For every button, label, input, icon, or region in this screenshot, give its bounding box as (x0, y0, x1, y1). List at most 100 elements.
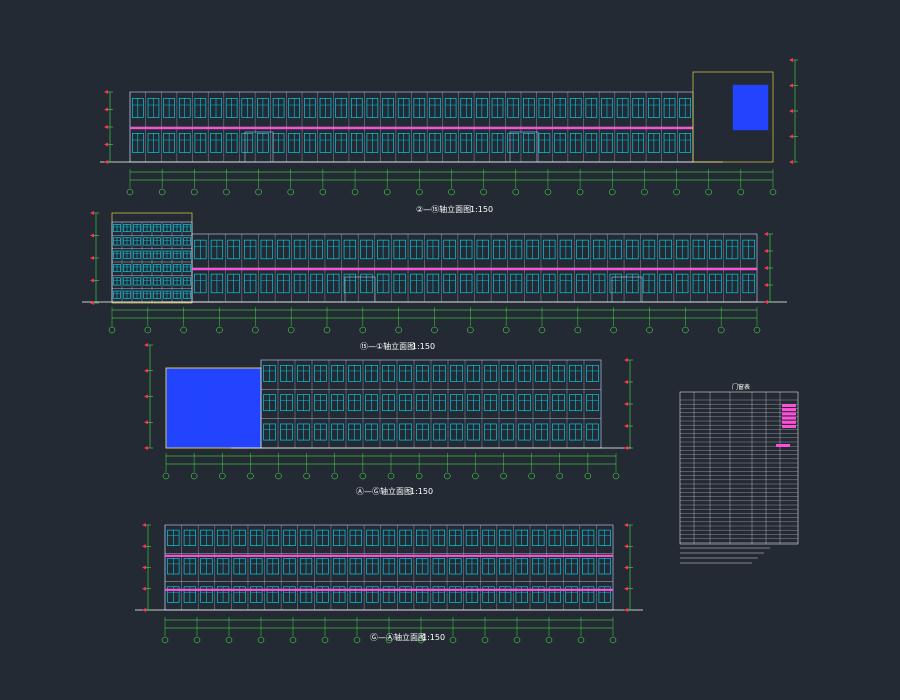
elevation-3-scale: 1:150 (410, 487, 433, 496)
axis-bubble (682, 326, 689, 334)
axis-bubble (481, 636, 489, 644)
elevation-3 (144, 343, 633, 480)
curtain-glass (732, 84, 769, 131)
axis-bubble (190, 472, 198, 480)
elevation-2 (82, 211, 787, 334)
level-marker (104, 160, 108, 164)
schedule-color-swatch (776, 444, 790, 447)
axis-bubble (257, 636, 265, 644)
level-marker (90, 278, 94, 283)
axis-bubble (319, 188, 327, 196)
elevation-2-title: ⑮—①轴立面图 (360, 341, 415, 351)
axis-bubble (385, 636, 393, 644)
axis-bubble (252, 326, 259, 334)
level-marker (90, 256, 94, 260)
level-marker (104, 90, 108, 94)
axis-bubble (737, 188, 745, 196)
level-marker (789, 83, 793, 88)
elevation-4-title: Ⓖ—Ⓐ轴立面图 (370, 632, 426, 642)
level-marker (142, 523, 146, 527)
axis-bubble (646, 326, 653, 334)
axis-bubble (161, 636, 169, 644)
axis-bubble (538, 326, 546, 334)
axis-bubble (144, 326, 152, 334)
level-marker (624, 424, 628, 428)
level-marker (104, 142, 108, 147)
level-marker (90, 211, 94, 215)
level-marker (624, 523, 628, 527)
level-marker (144, 420, 148, 425)
axis-bubble (321, 636, 329, 644)
axis-bubble (395, 326, 402, 334)
axis-bubble (769, 188, 777, 196)
axis-bubble (556, 472, 563, 480)
level-marker (789, 58, 793, 62)
axis-bubble (612, 472, 620, 480)
entrance (611, 276, 643, 303)
level-marker (144, 368, 148, 373)
level-marker (104, 107, 108, 112)
schedule-color-swatch (782, 420, 796, 424)
axis-bubble (576, 188, 584, 196)
axis-bubble (717, 326, 725, 334)
elevation-4 (135, 523, 643, 644)
axis-bubble (255, 188, 262, 196)
level-marker (789, 160, 793, 164)
schedule-color-swatch (782, 425, 796, 428)
elevation-1 (100, 58, 798, 196)
axis-bubble (158, 188, 166, 196)
entrance (244, 131, 274, 163)
level-marker (764, 283, 768, 287)
schedule-color-swatch (782, 412, 796, 416)
axis-bubble (383, 188, 391, 196)
axis-bubble (544, 188, 552, 196)
axis-bubble (353, 636, 361, 644)
axis-bubble (359, 326, 367, 334)
axis-bubble (705, 188, 712, 196)
level-marker (142, 544, 146, 549)
axis-bubble (193, 636, 201, 644)
level-marker (624, 544, 628, 549)
axis-bubble (287, 188, 294, 196)
axis-bubble (609, 636, 617, 644)
elevation-1-title: ②—⑮轴立面图 (416, 204, 471, 214)
axis-bubble (247, 472, 254, 480)
axis-bubble (359, 472, 367, 480)
level-marker (142, 608, 146, 612)
band (165, 554, 613, 557)
entrance (344, 276, 376, 303)
axis-bubble (303, 472, 310, 480)
level-marker (624, 608, 628, 612)
axis-bubble (216, 326, 223, 334)
axis-bubble (610, 326, 617, 334)
level-marker (90, 301, 94, 305)
band (130, 127, 693, 130)
band (192, 268, 757, 271)
stair-tower (692, 71, 774, 163)
axis-bubble (584, 472, 592, 480)
level-marker (624, 380, 628, 384)
level-marker (764, 232, 768, 236)
axis-bubble (415, 472, 423, 480)
schedule-color-swatch (782, 416, 796, 420)
axis-bubble (225, 636, 233, 644)
level-marker (624, 402, 628, 406)
axis-bubble (609, 188, 616, 196)
axis-bubble (331, 472, 338, 480)
axis-bubble (574, 326, 582, 334)
axis-bubble (180, 326, 187, 334)
axis-bubble (126, 188, 134, 196)
axis-bubble (577, 636, 585, 644)
axis-bubble (351, 188, 359, 196)
axis-bubble (480, 188, 487, 196)
axis-bubble (444, 472, 451, 480)
level-marker (789, 134, 793, 139)
level-marker (764, 300, 768, 304)
elevation-2-scale: 1:150 (412, 342, 435, 351)
level-marker (764, 266, 768, 270)
level-marker (624, 446, 628, 450)
level-marker (624, 565, 628, 570)
axis-bubble (323, 326, 331, 334)
door-window-schedule (679, 391, 799, 564)
